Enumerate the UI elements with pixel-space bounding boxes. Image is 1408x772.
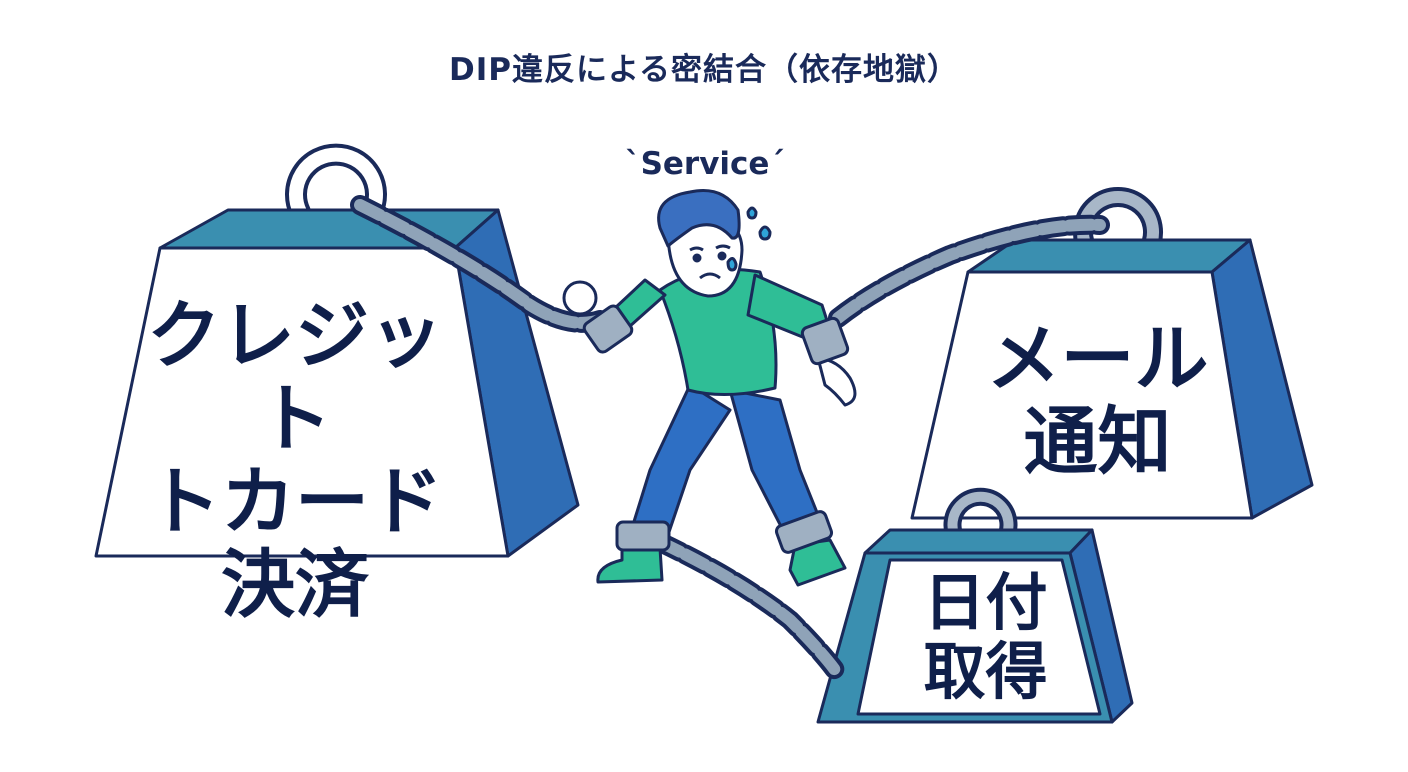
diagram-title: DIP違反による密結合（依存地獄）: [448, 52, 960, 88]
weight-label-line: 取得: [923, 635, 1048, 709]
service-label: `Service´: [625, 146, 785, 182]
weight-label-credit: クレジット トカード 決済: [120, 295, 470, 627]
weight-label-date: 日付 取得: [893, 568, 1078, 707]
ring-handle-credit: [285, 143, 387, 223]
weight-label-line: メール: [986, 316, 1209, 402]
weight-label-mail: メール 通知: [955, 318, 1240, 484]
weight-label-line: 日付: [923, 566, 1048, 639]
chain-to-mail: [828, 214, 1110, 328]
service-character: [562, 189, 857, 587]
ring-handle-date: [943, 487, 1018, 549]
weight-label-line: クレジット: [147, 293, 443, 462]
weight-date-fetch: [816, 487, 1134, 724]
weight-credit-card: [94, 143, 580, 558]
weight-label-line: 決済: [221, 541, 369, 628]
weight-mail-notification: [910, 186, 1314, 520]
weight-label-line: トカード: [147, 458, 443, 545]
chain-to-date: [650, 532, 845, 680]
chain-to-credit: [350, 195, 610, 333]
weight-label-line: 通知: [1023, 398, 1172, 485]
